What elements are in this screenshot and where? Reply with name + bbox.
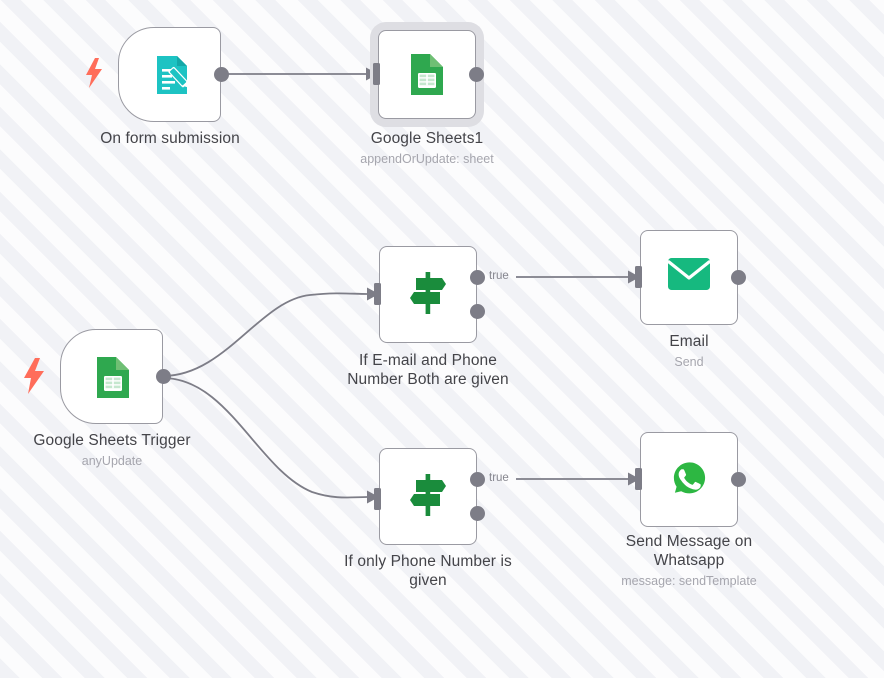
node-title: On form submission: [100, 130, 240, 147]
caption-google-sheets-trigger: Google Sheets Trigger anyUpdate: [2, 432, 222, 469]
node-if-email-and-phone[interactable]: [374, 246, 485, 343]
form-submission-icon: [151, 53, 193, 97]
input-endpoint[interactable]: [635, 266, 642, 288]
node-title: Google Sheets1: [370, 130, 484, 147]
signpost-icon: [406, 268, 450, 318]
caption-if-only-phone: If only Phone Number is given: [318, 553, 538, 594]
output-endpoint[interactable]: [731, 472, 746, 487]
input-endpoint[interactable]: [373, 63, 380, 85]
edge-if-email-to-email[interactable]: [516, 270, 640, 284]
node-google-sheets1[interactable]: [373, 30, 484, 119]
node-title: If only Phone Number is given: [344, 553, 512, 589]
node-subtitle: anyUpdate: [81, 453, 143, 468]
input-endpoint[interactable]: [374, 283, 381, 305]
trigger-bolt-icon-sheets: [22, 358, 46, 394]
envelope-icon: [667, 256, 711, 292]
trigger-bolt-icon-form: [84, 58, 104, 88]
node-on-form-submission[interactable]: [118, 27, 229, 122]
google-sheets-icon: [407, 52, 447, 97]
input-endpoint[interactable]: [635, 468, 642, 490]
caption-google-sheets1: Google Sheets1 appendOrUpdate: sheet: [317, 130, 537, 167]
node-if-only-phone[interactable]: [374, 448, 485, 545]
edge-if-phone-to-whatsapp[interactable]: [515, 472, 640, 486]
signpost-icon: [406, 470, 450, 520]
edge-form-to-sheets[interactable]: [221, 67, 378, 81]
node-email[interactable]: [635, 230, 746, 325]
google-sheets-icon: [93, 355, 133, 400]
output-endpoint[interactable]: [731, 270, 746, 285]
output-endpoint[interactable]: [469, 67, 484, 82]
caption-on-form-submission: On form submission: [60, 130, 280, 152]
node-subtitle: message: sendTemplate: [621, 573, 757, 588]
node-title: Google Sheets Trigger: [33, 432, 191, 449]
node-title: Email: [669, 333, 709, 350]
node-send-message-on-whatsapp[interactable]: [635, 432, 746, 527]
node-subtitle: appendOrUpdate: sheet: [360, 151, 494, 166]
node-google-sheets-trigger[interactable]: [60, 329, 171, 424]
output-endpoint-true[interactable]: [470, 270, 485, 285]
node-title: Send Message on Whatsapp: [625, 533, 753, 569]
input-endpoint[interactable]: [374, 488, 381, 510]
caption-send-message-on-whatsapp: Send Message on Whatsapp message: sendTe…: [579, 533, 799, 589]
output-endpoint[interactable]: [214, 67, 229, 82]
node-title: If E-mail and Phone Number Both are give…: [347, 352, 509, 388]
output-endpoint-false[interactable]: [470, 304, 485, 319]
caption-email: Email Send: [579, 333, 799, 370]
edge-label-if-email-true: true: [489, 270, 509, 282]
caption-if-email-and-phone: If E-mail and Phone Number Both are give…: [318, 352, 538, 393]
edge-label-if-phone-true: true: [489, 472, 509, 484]
output-endpoint-false[interactable]: [470, 506, 485, 521]
node-subtitle: Send: [674, 354, 704, 369]
output-endpoint-true[interactable]: [470, 472, 485, 487]
whatsapp-icon: [668, 457, 711, 500]
output-endpoint[interactable]: [156, 369, 171, 384]
